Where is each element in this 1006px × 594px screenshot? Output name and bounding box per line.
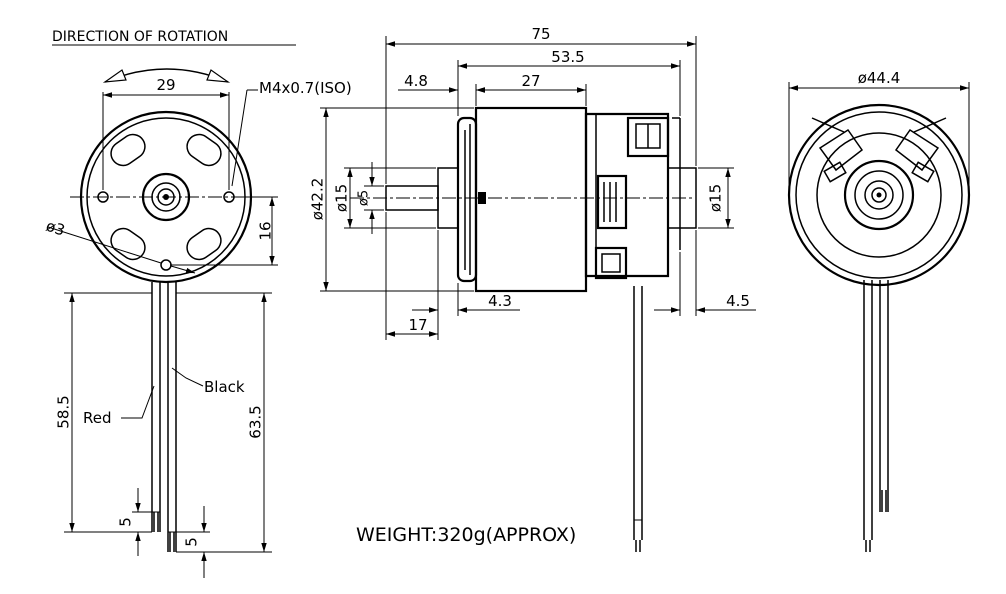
brush-holders xyxy=(811,117,947,183)
rear-boss-mid xyxy=(854,170,904,220)
motor-can xyxy=(474,106,588,293)
side-view: 75 53.5 27 4.8 ø42.2 ø15 ø5 xyxy=(309,25,756,552)
front-flange xyxy=(456,116,478,283)
dim-hole-spacing: 29 xyxy=(156,76,175,94)
dim-shaft-dia: ø5 xyxy=(357,190,372,206)
rear-ring xyxy=(816,132,942,258)
terminals xyxy=(594,116,681,280)
rear-housing-outer xyxy=(787,103,971,287)
dim-outer-dia: ø44.4 xyxy=(858,69,901,87)
wire-red-label: Red xyxy=(83,409,112,427)
mount-hole-bottom xyxy=(160,259,172,271)
end-bell xyxy=(584,112,670,278)
dim-boss-dia: ø15 xyxy=(333,184,351,212)
black-leader xyxy=(171,367,204,387)
rear-leads xyxy=(863,280,889,552)
red-leader xyxy=(121,385,155,419)
dim-total: 75 xyxy=(531,25,550,43)
dim-flange: 4.8 xyxy=(404,72,428,90)
dim-body-dia: ø42.2 xyxy=(309,178,327,221)
dim-lead-black: 63.5 xyxy=(247,405,265,438)
front-view: DIRECTION OF ROTATION 29 xyxy=(44,29,352,578)
dim-strip-black: 5 xyxy=(183,537,201,547)
hole-dia-leader xyxy=(47,226,162,264)
rear-bearing xyxy=(864,180,894,210)
dim-strip-red: 5 xyxy=(117,517,135,527)
dim-rear-boss-len: 4.5 xyxy=(726,292,750,310)
rotation-title: DIRECTION OF ROTATION xyxy=(52,29,228,45)
flange-tab xyxy=(478,192,486,204)
weight-label: WEIGHT:320g(APPROX) xyxy=(356,524,576,546)
dim-rear-boss-dia: ø15 xyxy=(707,184,725,212)
rear-center xyxy=(876,192,882,198)
vent-slots xyxy=(110,133,222,261)
rotation-arrow-head-left xyxy=(102,69,127,83)
rear-boss xyxy=(667,167,697,229)
dim-shaft-len: 17 xyxy=(408,316,427,334)
dim-lead-red: 58.5 xyxy=(55,395,73,428)
front-leads xyxy=(151,282,177,552)
rear-shaft xyxy=(871,187,887,203)
rear-boss-outer xyxy=(843,159,915,231)
rotation-arrow-head-right xyxy=(206,69,231,83)
wire-black-label: Black xyxy=(204,378,245,396)
dim-offset-label: 16 xyxy=(257,221,275,240)
thread-spec: M4x0.7(ISO) xyxy=(259,79,352,97)
dim-body: 53.5 xyxy=(551,48,584,66)
hole-dia-leader-2 xyxy=(170,265,196,274)
rear-view: ø44.4 xyxy=(787,69,971,552)
hole-dia-label: ø3 xyxy=(44,217,67,240)
dim-boss-len: 4.3 xyxy=(488,292,512,310)
thread-leader xyxy=(231,89,248,187)
rear-housing-inner xyxy=(795,111,963,279)
dim-can: 27 xyxy=(521,72,540,90)
